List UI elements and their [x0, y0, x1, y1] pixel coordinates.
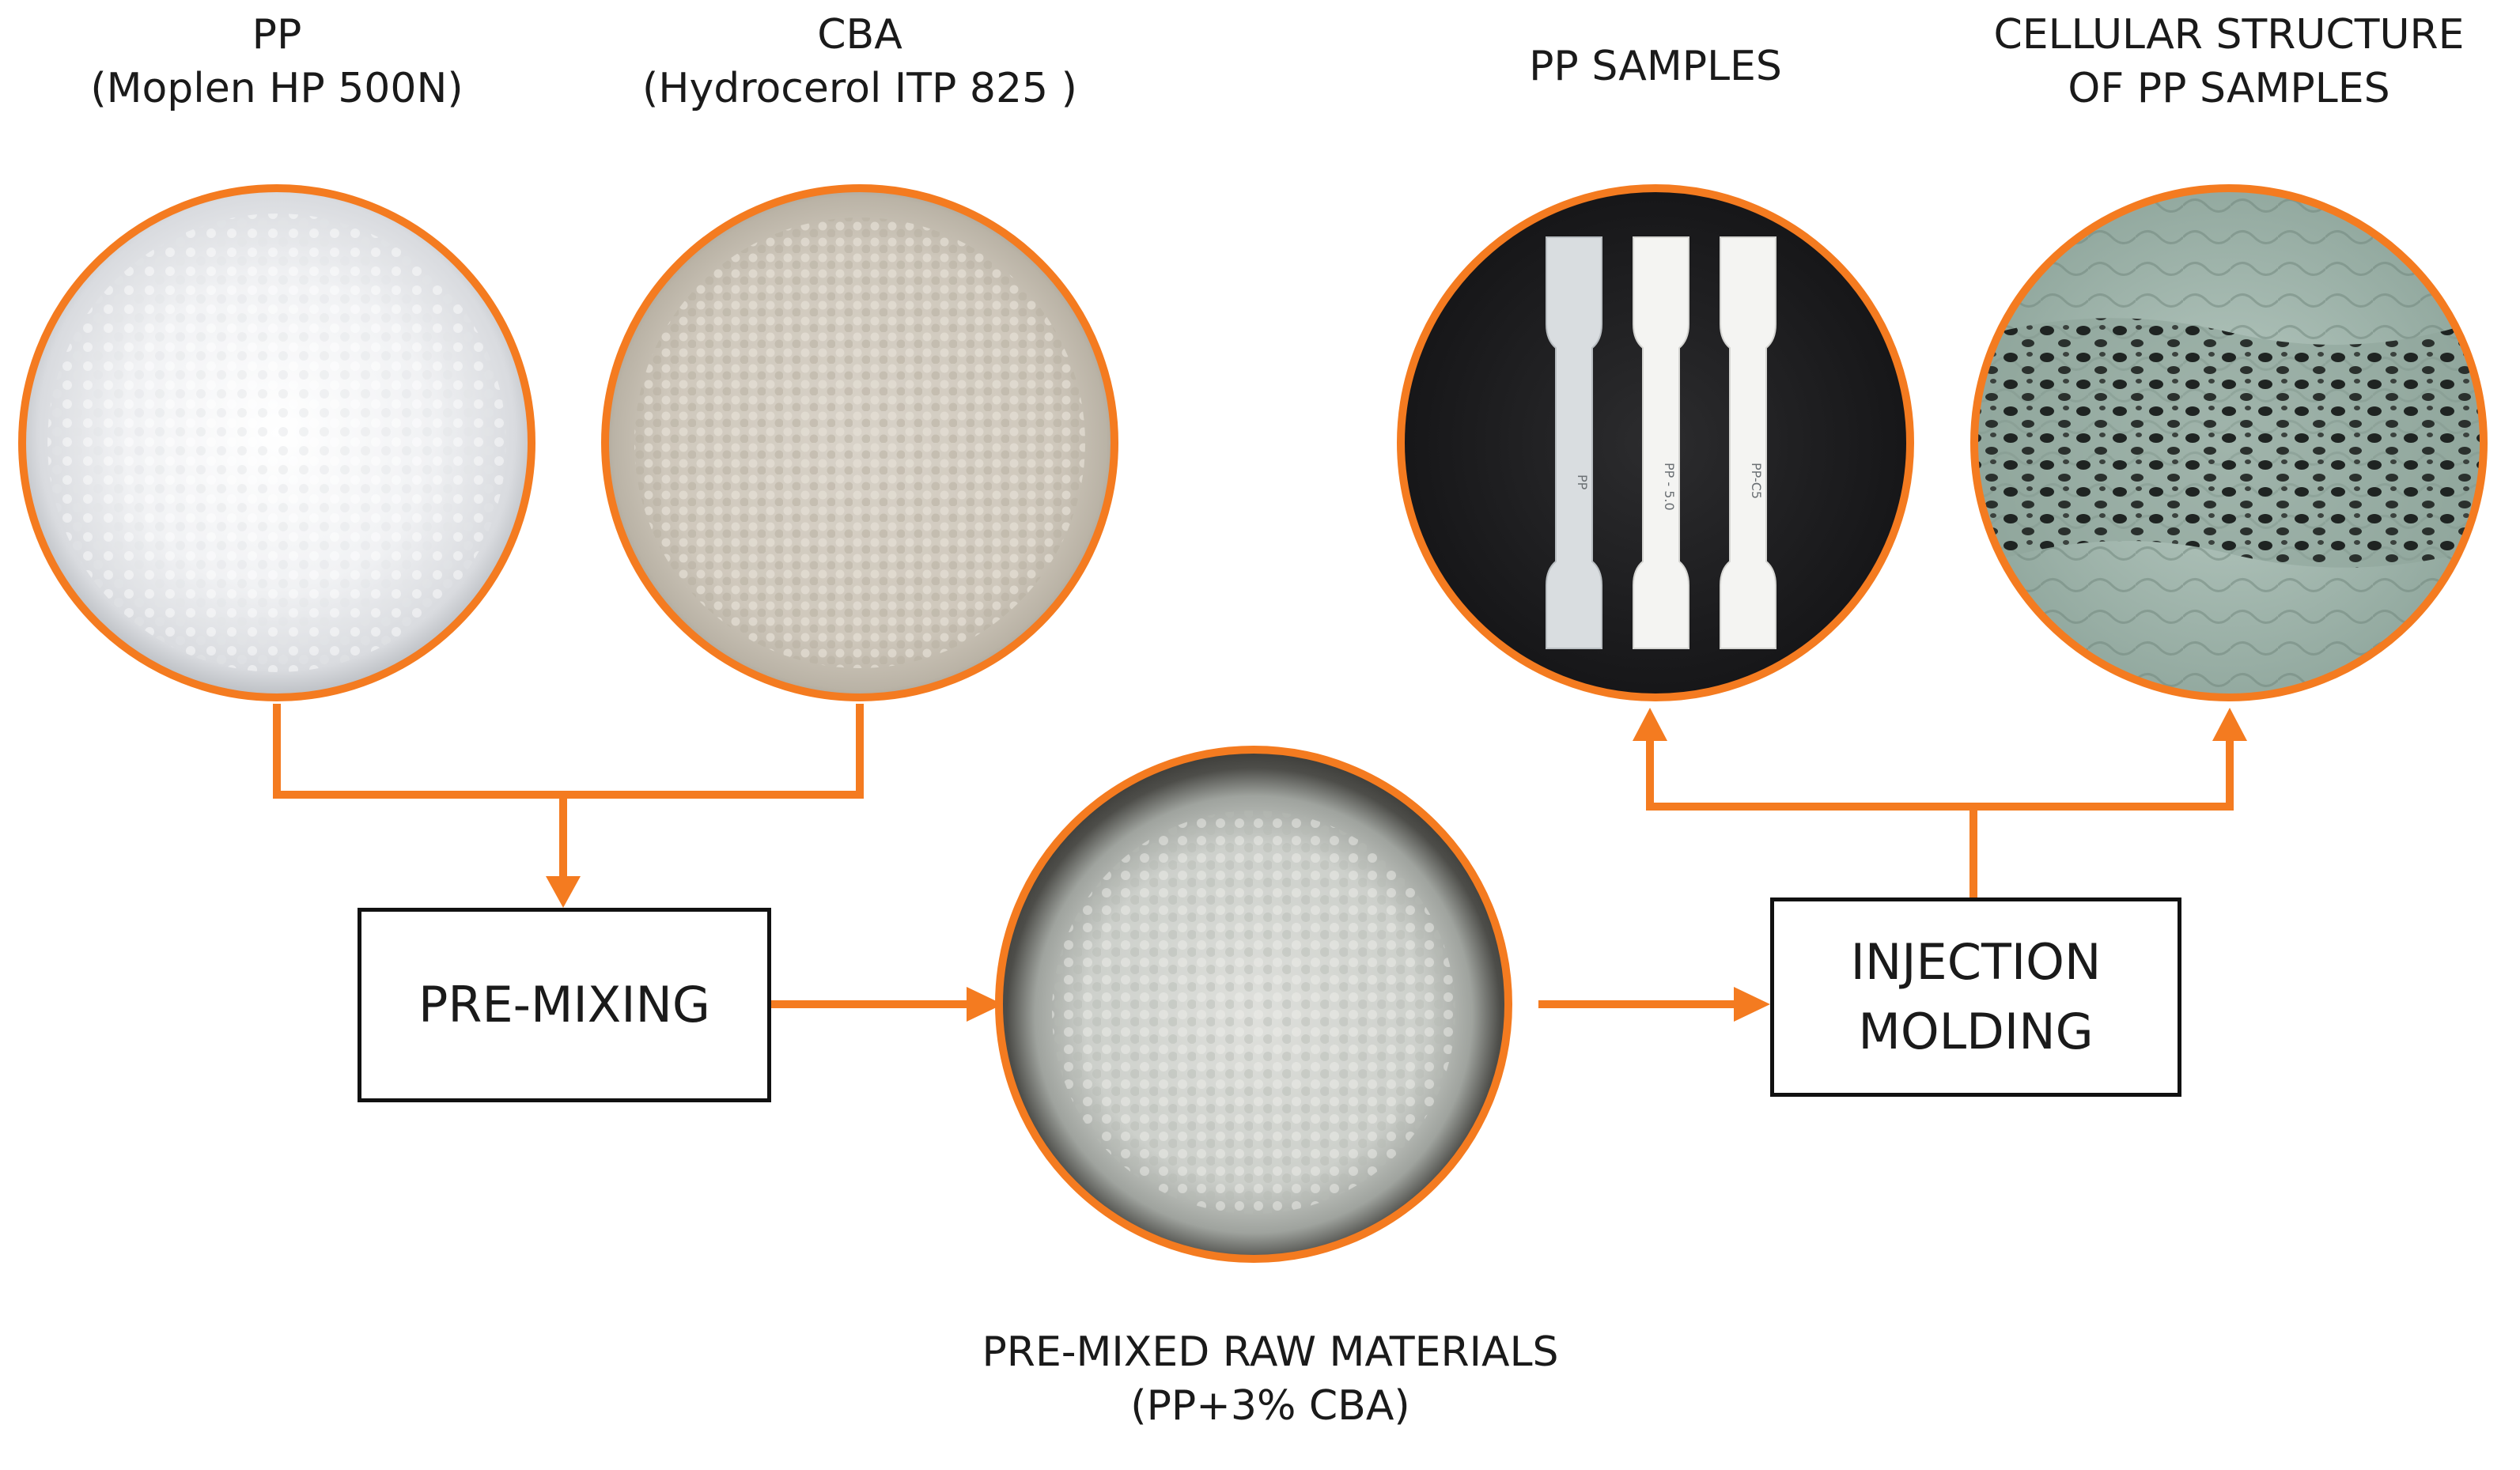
pp-label-line1: PP	[252, 11, 302, 59]
pp-samples-label-line1: PP SAMPLES	[1529, 43, 1782, 90]
cba-label-line1: CBA	[817, 11, 902, 59]
specimen-2	[1633, 236, 1689, 649]
specimen-1-mark: PP	[1575, 474, 1590, 490]
pp-samples-image: PP PP - 5.0 PP-C5	[1397, 184, 1914, 701]
arrowheads	[546, 708, 2247, 1022]
arrow-to-injection	[1734, 987, 1770, 1022]
injection-box-line1: INJECTION	[1850, 933, 2102, 991]
pp-label-line2: (Moplen HP 500N)	[90, 65, 464, 112]
cellular-structure-image	[1970, 184, 2488, 701]
specimen-3-mark: PP-C5	[1749, 463, 1764, 499]
cellular-structure-label: CELLULAR STRUCTURE OF PP SAMPLES	[1993, 8, 2464, 115]
pp-samples-label: PP SAMPLES	[1529, 40, 1782, 93]
premixed-label: PRE-MIXED RAW MATERIALS (PP+3% CBA)	[982, 1325, 1558, 1433]
pp-pellets-image	[18, 184, 535, 701]
cba-label: CBA (Hydrocerol ITP 825 )	[642, 8, 1077, 115]
premixed-label-line1: PRE-MIXED RAW MATERIALS	[982, 1328, 1559, 1376]
specimen-3	[1720, 236, 1776, 649]
premixed-pellets-image	[995, 746, 1512, 1263]
cba-granules-image	[601, 184, 1118, 701]
arrow-to-premixed	[967, 987, 1003, 1022]
premixing-box: PRE-MIXING	[358, 908, 771, 1102]
premixing-box-label: PRE-MIXING	[418, 976, 710, 1034]
arrow-to-samples	[1633, 708, 1667, 741]
cba-label-line2: (Hydrocerol ITP 825 )	[642, 65, 1077, 112]
premixed-label-line2: (PP+3% CBA)	[1130, 1382, 1410, 1430]
connectors	[273, 704, 2234, 1008]
specimen-1	[1546, 236, 1602, 649]
arrow-to-premixing	[546, 876, 581, 908]
cellular-label-line1: CELLULAR STRUCTURE	[1993, 11, 2465, 59]
cellular-label-line2: OF PP SAMPLES	[2068, 65, 2390, 112]
specimen-2-mark: PP - 5.0	[1662, 463, 1677, 511]
arrow-to-cellular	[2212, 708, 2247, 741]
injection-box-line2: MOLDING	[1858, 1003, 2094, 1060]
pp-label: PP (Moplen HP 500N)	[90, 8, 463, 115]
injection-molding-box: INJECTION MOLDING	[1770, 897, 2181, 1097]
